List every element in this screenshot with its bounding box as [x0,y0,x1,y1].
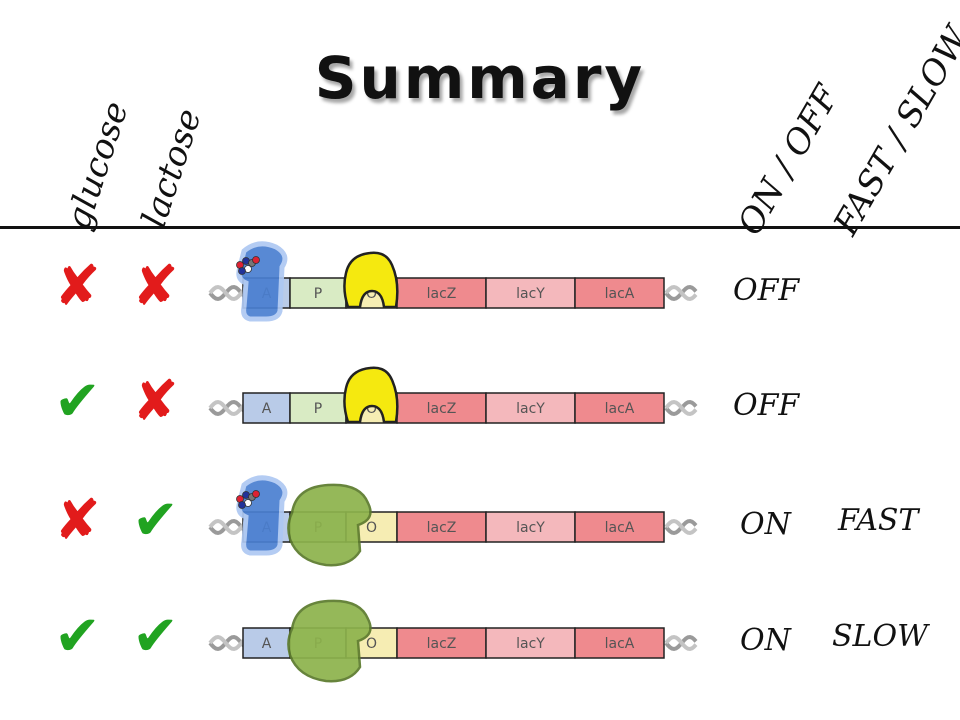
lac-repressor [343,366,399,424]
expression-state: ON [740,623,791,658]
dna-helix [208,634,698,652]
rna-polymerase [287,599,372,683]
segment-label: lacA [605,401,635,417]
header-glucose: glucose [58,96,137,235]
expression-state: OFF [733,388,800,423]
cap-protein [236,475,288,556]
glucose-status-icon: ✘ [54,488,101,553]
segment-label: P [314,401,322,417]
operon-segment-lacy: lacY [485,392,576,424]
segment-label: O [366,286,377,302]
lactose-status-icon: ✔ [132,488,179,553]
dna-helix [208,284,698,302]
cap-protein [236,241,288,322]
lactose-status-icon: ✔ [132,604,179,669]
operon-segment-laca: lacA [574,511,665,543]
segment-label: lacA [605,636,635,652]
expression-state: OFF [733,273,800,308]
segment-label: A [262,401,272,417]
segment-label: lacZ [427,520,457,536]
segment-label: lacA [605,520,635,536]
expression-rate: FAST [838,503,919,538]
operon-segment-laca: lacA [574,277,665,309]
glucose-status-icon: ✔ [54,369,101,434]
dna-helix [208,518,698,536]
glucose-status-icon: ✔ [54,604,101,669]
operon-segment-laca: lacA [574,627,665,659]
camp-molecule-icon [236,256,260,275]
operon-segment-lacz: lacZ [396,277,487,309]
segment-label: lacY [516,286,545,302]
segment-label: lacY [516,636,545,652]
dna-helix [208,399,698,417]
operon-segment-lacy: lacY [485,511,576,543]
expression-rate: SLOW [832,619,928,654]
lac-repressor [343,251,399,309]
operon-segment-p: P [289,277,347,309]
rna-polymerase [287,483,372,567]
operon-segment-a: A [242,627,291,659]
segment-label: lacZ [427,286,457,302]
page-title: Summary [314,44,646,112]
header-divider [0,226,960,229]
segment-label: A [262,636,272,652]
header-lactose: lactose [134,104,210,233]
operon-segment-lacy: lacY [485,627,576,659]
operon-segment-laca: lacA [574,392,665,424]
segment-label: O [366,401,377,417]
expression-state: ON [740,507,791,542]
operon-segment-p: P [289,392,347,424]
operon-segment-lacz: lacZ [396,511,487,543]
lactose-status-icon: ✘ [132,369,179,434]
segment-label: P [314,286,322,302]
segment-label: O [366,636,377,652]
segment-label: lacY [516,520,545,536]
segment-label: O [366,520,377,536]
operon-segment-lacy: lacY [485,277,576,309]
glucose-status-icon: ✘ [54,254,101,319]
operon-segment-lacz: lacZ [396,627,487,659]
segment-label: lacZ [427,636,457,652]
operon-segment-a: A [242,392,291,424]
operon-segment-lacz: lacZ [396,392,487,424]
segment-label: lacA [605,286,635,302]
camp-molecule-icon [236,490,260,509]
lactose-status-icon: ✘ [132,254,179,319]
segment-label: lacZ [427,401,457,417]
segment-label: lacY [516,401,545,417]
